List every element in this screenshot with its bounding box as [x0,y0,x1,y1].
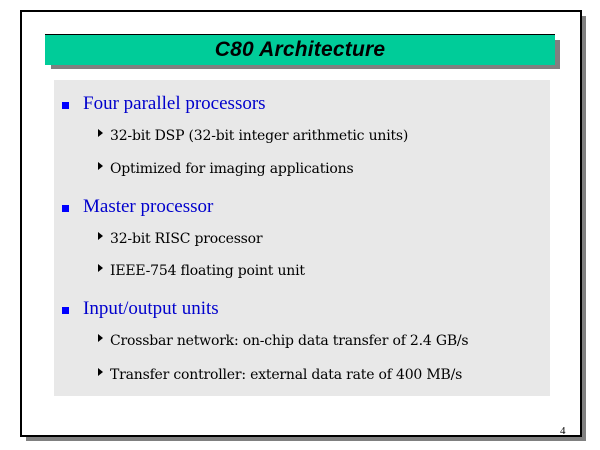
content-box: Four parallel processors 32-bit DSP (32-… [54,80,550,396]
list-item: Crossbar network: on-chip data transfer … [98,331,469,351]
heading-text: Master processor [83,196,214,217]
section-heading: Input/output units [62,296,219,322]
list-item: IEEE-754 floating point unit [98,261,305,281]
list-item-text: Optimized for imaging applications [110,161,354,177]
triangle-bullet-icon [98,368,103,376]
list-item-text: 32-bit DSP (32-bit integer arithmetic un… [110,128,409,144]
section-heading: Four parallel processors [62,91,266,117]
list-item-text: IEEE-754 floating point unit [110,263,305,279]
square-bullet-icon [62,306,69,314]
triangle-bullet-icon [98,232,103,240]
triangle-bullet-icon [98,162,103,170]
triangle-bullet-icon [98,129,103,137]
title-bar: C80 Architecture [45,34,555,65]
slide-title: C80 Architecture [214,38,386,61]
section-heading: Master processor [62,194,213,220]
list-item: 32-bit DSP (32-bit integer arithmetic un… [98,126,408,146]
list-item-text: Transfer controller: external data rate … [110,367,463,383]
page-number: 4 [560,425,566,437]
list-item: 32-bit RISC processor [98,229,263,249]
list-item-text: Crossbar network: on-chip data transfer … [110,333,469,349]
heading-text: Input/output units [83,298,219,319]
list-item-text: 32-bit RISC processor [110,231,263,247]
square-bullet-icon [62,204,69,212]
list-item: Optimized for imaging applications [98,159,354,179]
triangle-bullet-icon [98,334,103,342]
square-bullet-icon [62,101,69,109]
heading-text: Four parallel processors [83,93,266,114]
list-item: Transfer controller: external data rate … [98,365,462,385]
triangle-bullet-icon [98,264,103,272]
